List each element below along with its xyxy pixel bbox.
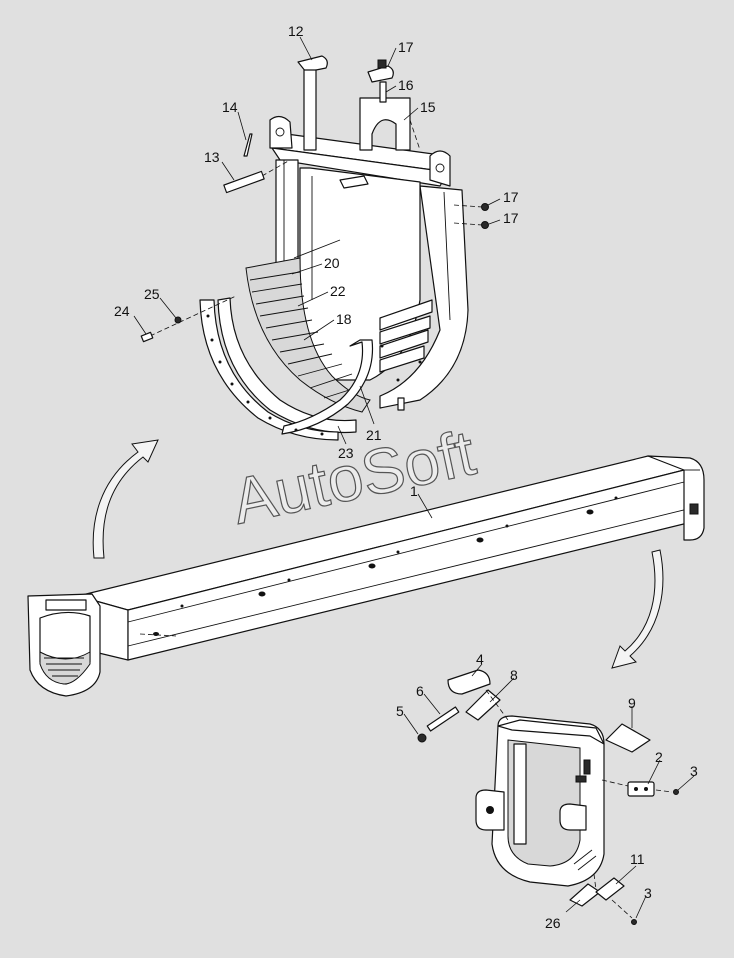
callout-13: 13 bbox=[204, 149, 220, 165]
plate-part-8 bbox=[465, 689, 501, 721]
cotter-pin-part-14 bbox=[243, 133, 253, 157]
callout-16: 16 bbox=[398, 77, 414, 93]
callout-14: 14 bbox=[222, 99, 238, 115]
upper-frame-assembly bbox=[140, 55, 489, 441]
curved-strip-outer bbox=[199, 299, 339, 441]
callout-17: 17 bbox=[398, 39, 414, 55]
callout-numbers: 1 2 3 3 4 5 6 8 9 11 12 13 14 15 16 17 1… bbox=[114, 23, 698, 931]
callout-17: 17 bbox=[503, 189, 519, 205]
nut-part-25 bbox=[174, 316, 182, 324]
callout-4: 4 bbox=[476, 651, 484, 667]
frame-left-ear bbox=[269, 115, 293, 149]
screw-part-3-a bbox=[673, 789, 679, 795]
upper-curved-arrow bbox=[92, 439, 159, 559]
end-cap-right-lug bbox=[559, 803, 587, 831]
cover-part-4 bbox=[447, 669, 491, 695]
callout-6: 6 bbox=[416, 683, 424, 699]
right-slats bbox=[379, 299, 433, 373]
callout-11: 11 bbox=[630, 851, 645, 867]
beam-assembly bbox=[27, 455, 705, 697]
callout-24: 24 bbox=[114, 303, 130, 319]
callout-25: 25 bbox=[144, 286, 160, 302]
plate-part-12 bbox=[297, 55, 328, 73]
callout-22: 22 bbox=[330, 283, 346, 299]
beam-holes bbox=[153, 496, 618, 636]
rod-part-20 bbox=[293, 239, 341, 259]
screw-part-3-b bbox=[631, 919, 637, 925]
callout-2: 2 bbox=[655, 749, 663, 765]
plate-part-11 bbox=[595, 877, 625, 901]
callout-1: 1 bbox=[410, 483, 418, 499]
bracket-part-2 bbox=[627, 781, 655, 797]
callout-5: 5 bbox=[396, 703, 404, 719]
plate-part-9 bbox=[605, 723, 651, 753]
end-cap-assembly bbox=[417, 669, 679, 925]
callout-8: 8 bbox=[510, 667, 518, 683]
grate-lines bbox=[249, 271, 363, 399]
pin-part-6 bbox=[426, 706, 460, 732]
frame-right-ear bbox=[429, 150, 451, 187]
bolt-part-24 bbox=[140, 331, 154, 343]
nut-part-17-top bbox=[367, 65, 394, 83]
stud-part-16 bbox=[379, 81, 387, 103]
lower-curved-arrow bbox=[611, 549, 664, 669]
pin-part-13 bbox=[223, 170, 265, 194]
callout-3: 3 bbox=[690, 763, 698, 779]
callout-26: 26 bbox=[545, 915, 561, 931]
curved-strip-21 bbox=[281, 339, 374, 435]
curved-strip-inner bbox=[217, 297, 357, 434]
frame-left-upright bbox=[275, 159, 299, 269]
bracket-part-15 bbox=[359, 97, 411, 151]
callout-17: 17 bbox=[503, 210, 519, 226]
callout-18: 18 bbox=[336, 311, 352, 327]
callout-21: 21 bbox=[366, 427, 382, 443]
nut-part-17-right-b bbox=[481, 221, 489, 229]
callout-9: 9 bbox=[628, 695, 636, 711]
plate-part-26 bbox=[569, 883, 601, 907]
leader-lines bbox=[133, 36, 695, 919]
callout-15: 15 bbox=[420, 99, 436, 115]
callout-23: 23 bbox=[338, 445, 354, 461]
beam-right-end-cap bbox=[647, 455, 705, 541]
callout-12: 12 bbox=[288, 23, 304, 39]
nut-part-17-right-a bbox=[481, 203, 489, 211]
callout-3: 3 bbox=[644, 885, 652, 901]
callout-20: 20 bbox=[324, 255, 340, 271]
strip-holes bbox=[206, 314, 422, 436]
nut-part-5 bbox=[417, 733, 427, 743]
